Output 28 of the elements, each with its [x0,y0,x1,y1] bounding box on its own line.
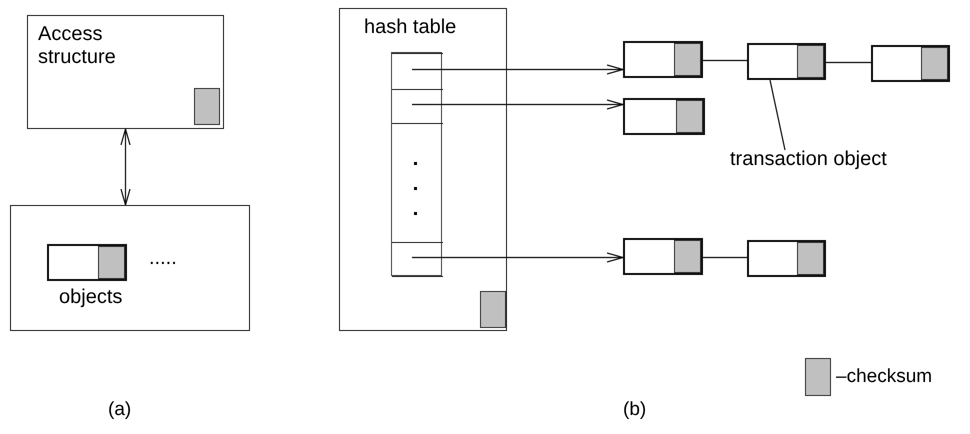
panel-caption: (a) [108,398,132,421]
leader-line [769,80,786,150]
legend-label: –checksum [836,365,932,388]
arrow [412,99,624,110]
object-box [871,45,950,82]
panel-caption: (b) [623,398,646,421]
link-line [826,62,871,64]
leader-label: transaction object [730,148,888,171]
hash-slot [392,242,443,277]
objects-box [10,205,250,331]
arrow [412,64,624,75]
box-title: hash table [364,16,458,39]
link-line [703,256,747,258]
object-box [47,244,127,281]
box-title: Access structure [38,23,117,69]
box-label: objects [59,286,124,309]
arrow [120,128,131,206]
object-box [747,240,826,277]
ellipsis-text: ..... [149,247,178,270]
hash-bucket-column [391,52,442,276]
arrow [412,252,624,263]
object-box [623,98,705,135]
access-structure-box [27,15,224,129]
object-box [623,238,703,275]
link-line [703,60,747,62]
hash-table-box [339,8,507,331]
object-box [747,43,826,80]
object-box [623,41,703,78]
